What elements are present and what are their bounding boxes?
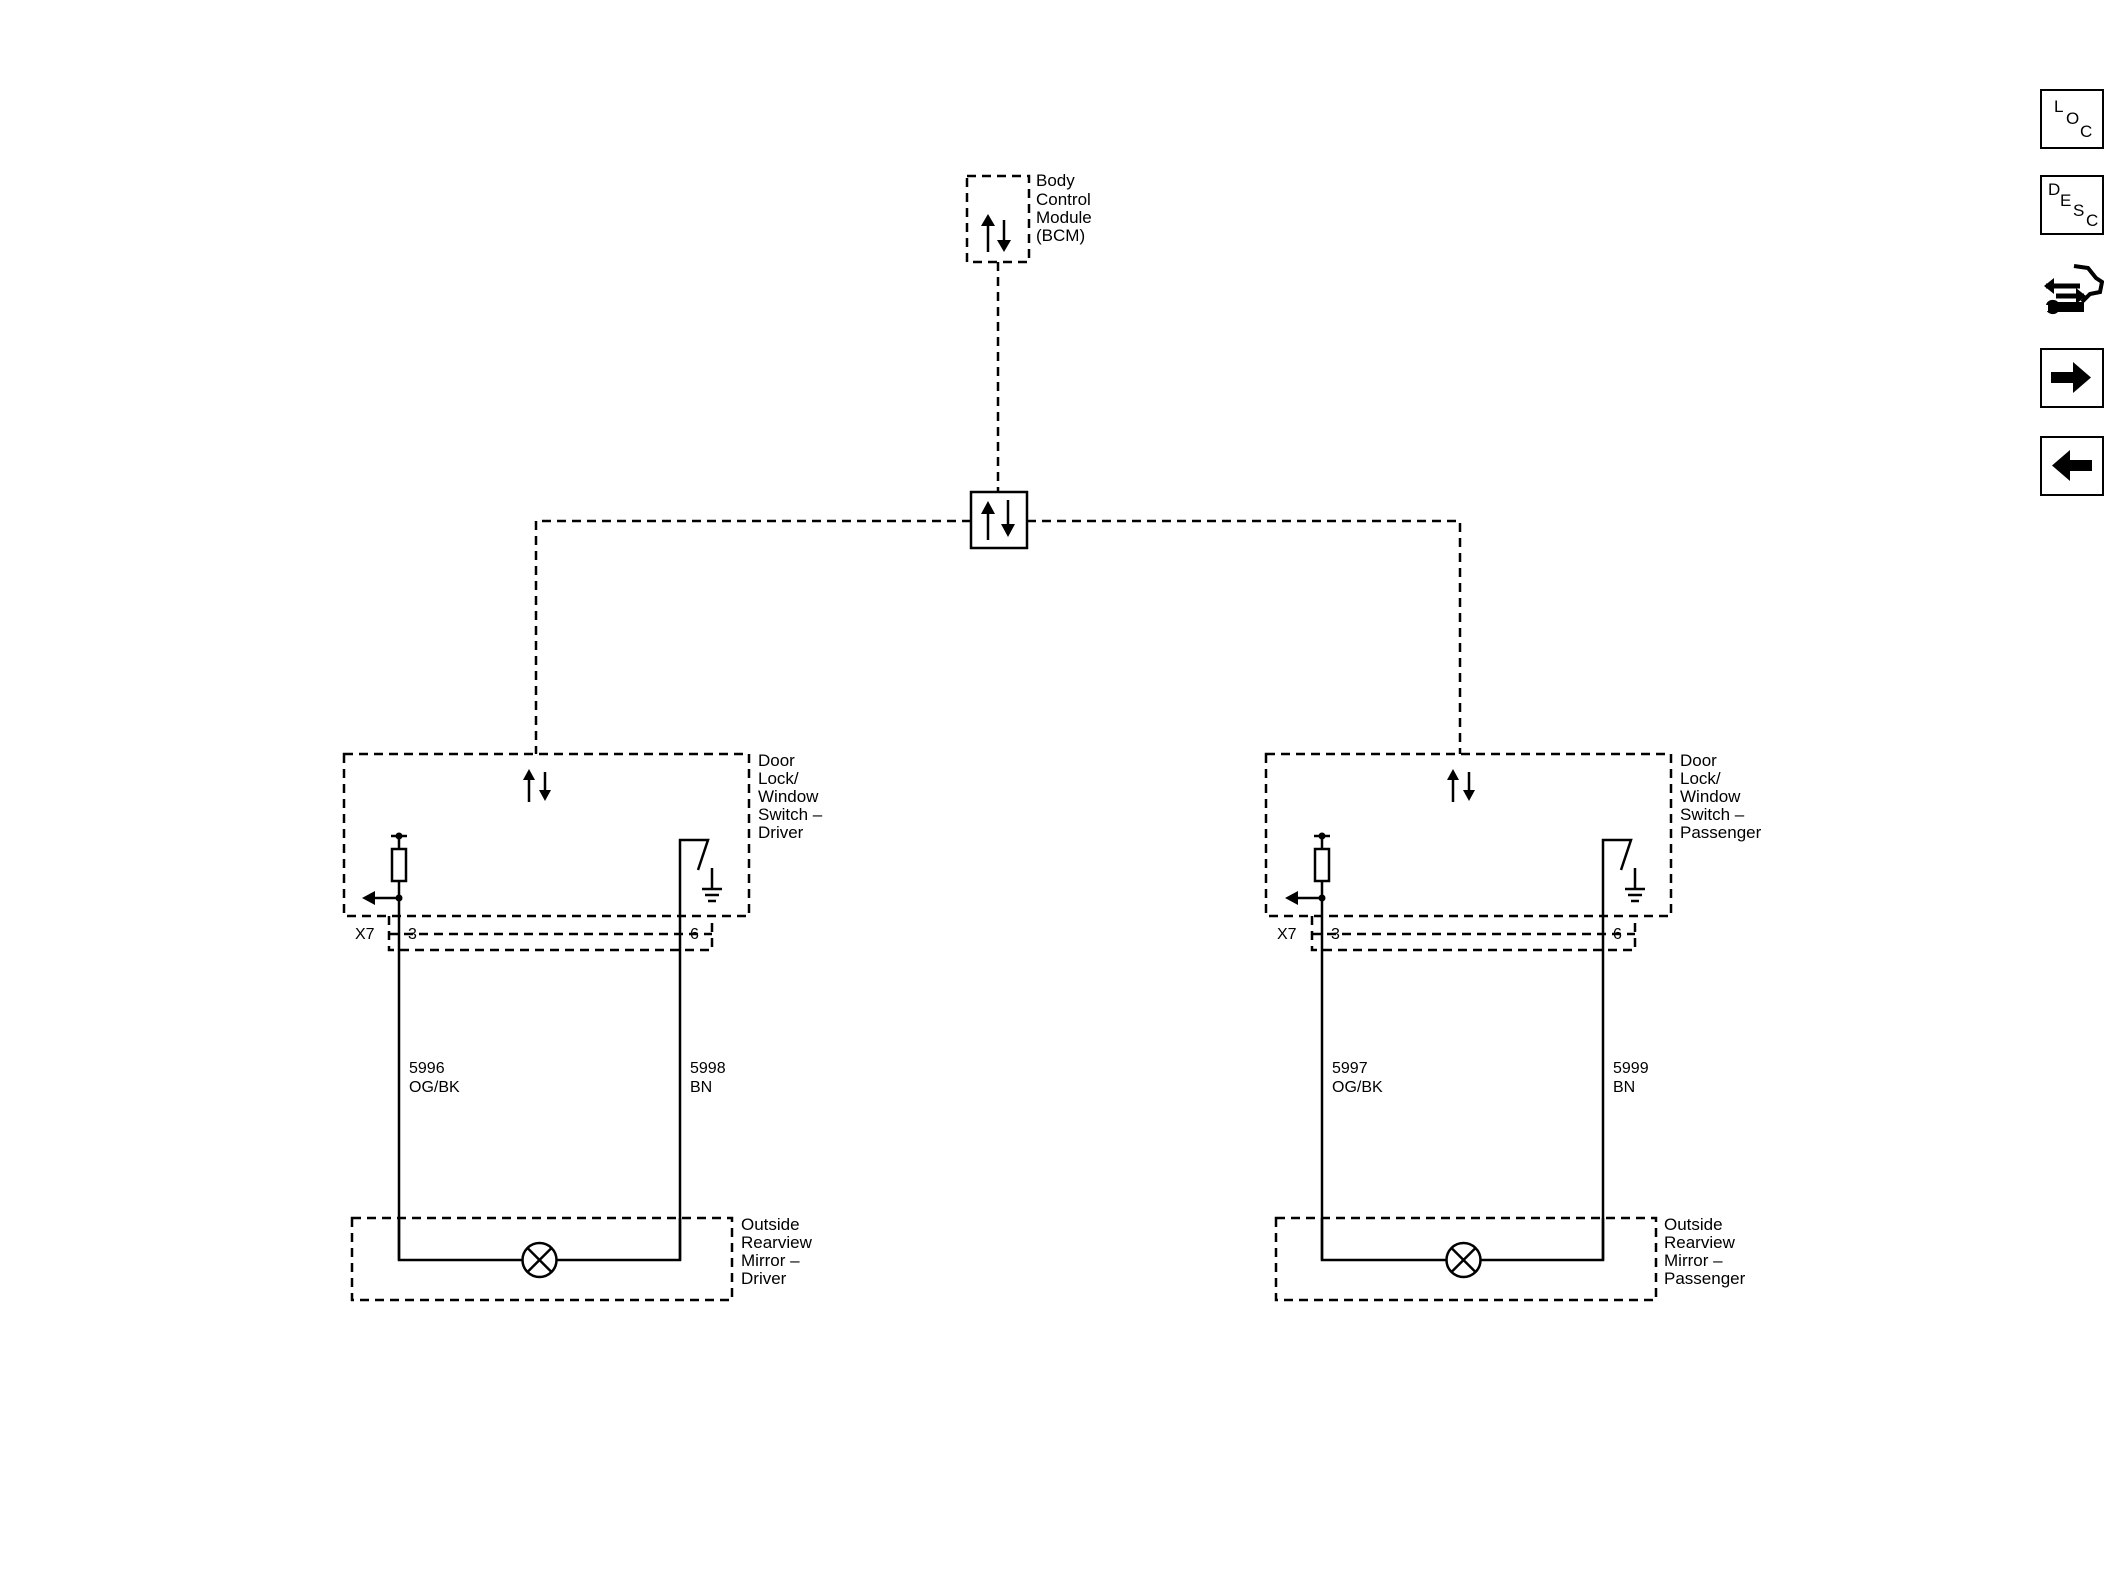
serial-data-junction [969,490,1029,550]
wire-driver-left-label: 5996 OG/BK [409,1060,460,1096]
connector-x7-passenger [1310,916,1637,952]
wire-driver-right-label: 5998 BN [690,1060,730,1096]
switch-driver[interactable] [342,752,751,918]
mirror-passenger-label: Outside Rearview Mirror – Passenger [1664,1215,1746,1288]
desc-button[interactable]: D E S C [2040,175,2104,235]
prev-button[interactable] [2040,436,2104,496]
lamp-passenger-icon [1445,1241,1482,1279]
wire-passenger-left-label: 5997 OG/BK [1332,1060,1383,1096]
switch-passenger[interactable] [1264,752,1673,918]
bcm-module[interactable] [965,174,1031,264]
connector-tools-button[interactable] [2040,262,2105,322]
switch-passenger-label: Door Lock/ Window Switch – Passenger [1680,751,1762,842]
connector-driver-pin-right: 6 [690,926,699,943]
serial-data-line-driver [534,519,971,754]
mirror-driver[interactable] [350,1216,734,1302]
bcm-label: Body Control Module (BCM) [1036,171,1097,245]
switch-driver-label: Door Lock/ Window Switch – Driver [758,751,827,842]
mirror-passenger[interactable] [1274,1216,1658,1302]
connector-driver-name: X7 [355,926,375,943]
next-button[interactable] [2040,348,2104,408]
loc-button[interactable]: L O C [2040,89,2104,149]
connector-x7-driver [387,916,714,952]
mirror-driver-label: Outside Rearview Mirror – Driver [741,1215,817,1288]
lamp-driver-icon [521,1241,558,1279]
connector-wrench-icon [2042,264,2105,315]
connector-driver-pin-left: 3 [408,926,417,943]
connector-passenger-name: X7 [1277,926,1297,943]
arrow-left-icon [2052,450,2092,481]
arrow-right-icon [2051,362,2091,393]
connector-passenger-pin-left: 3 [1331,926,1340,943]
connector-passenger-pin-right: 6 [1613,926,1622,943]
serial-data-line-passenger [1027,519,1462,754]
wire-passenger-right-label: 5999 BN [1613,1060,1653,1096]
